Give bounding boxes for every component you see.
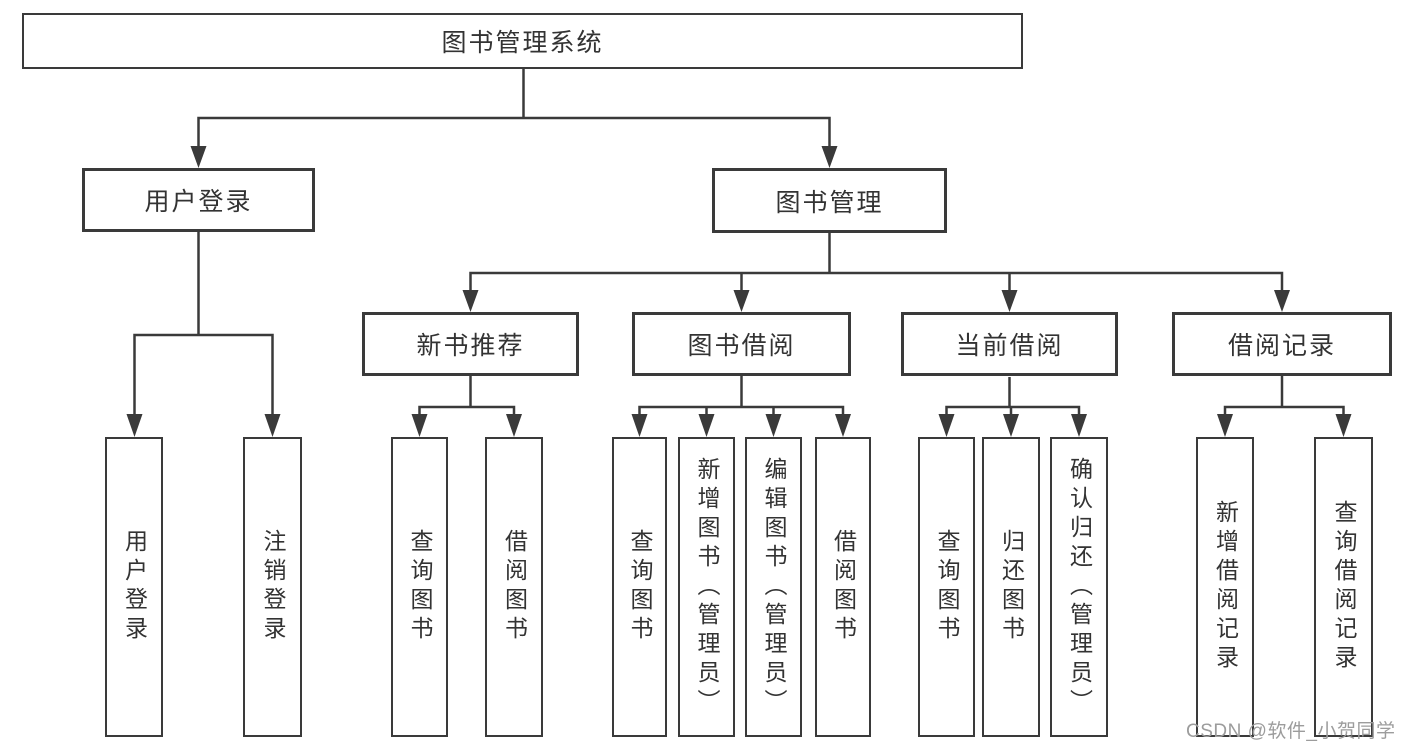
node-new-book-recommend: 新书推荐 <box>362 312 579 376</box>
leaf-logout: 注销登录 <box>243 437 302 737</box>
connector-root-to-level2 <box>197 69 831 152</box>
connector-new-book-recommend-children <box>418 376 516 418</box>
node-library-management-system: 图书管理系统 <box>22 13 1023 69</box>
leaf-query-borrow-record: 查询借阅记录 <box>1314 437 1373 737</box>
leaf-add-book-admin: 新增图书（管理员） <box>678 437 735 737</box>
leaf-edit-book-admin: 编辑图书（管理员） <box>745 437 802 737</box>
leaf-add-borrow-record: 新增借阅记录 <box>1196 437 1254 737</box>
leaf-user-login: 用户登录 <box>105 437 163 737</box>
node-user-login: 用户登录 <box>82 168 315 232</box>
leaf-borrow-books-recommend: 借阅图书 <box>485 437 543 737</box>
leaf-query-books-borrow: 查询图书 <box>612 437 667 737</box>
leaf-borrow-books: 借阅图书 <box>815 437 871 737</box>
connector-user-login-children <box>133 232 274 421</box>
node-book-management: 图书管理 <box>712 168 947 233</box>
leaf-query-books-current: 查询图书 <box>918 437 975 737</box>
node-book-borrow: 图书借阅 <box>632 312 851 376</box>
connector-book-management-children <box>469 233 1284 296</box>
leaf-query-books-recommend: 查询图书 <box>391 437 448 737</box>
arrowheads <box>126 146 1352 437</box>
connector-borrow-records-children <box>1223 376 1345 418</box>
node-borrow-records: 借阅记录 <box>1172 312 1392 376</box>
leaf-return-books: 归还图书 <box>982 437 1040 737</box>
csdn-watermark: CSDN @软件_小贺同学 <box>1186 721 1396 742</box>
connector-book-borrow-children <box>638 376 845 418</box>
connector-current-borrow-children <box>945 377 1081 418</box>
leaf-confirm-return-admin: 确认归还（管理员） <box>1050 437 1108 737</box>
node-current-borrow: 当前借阅 <box>901 312 1118 376</box>
